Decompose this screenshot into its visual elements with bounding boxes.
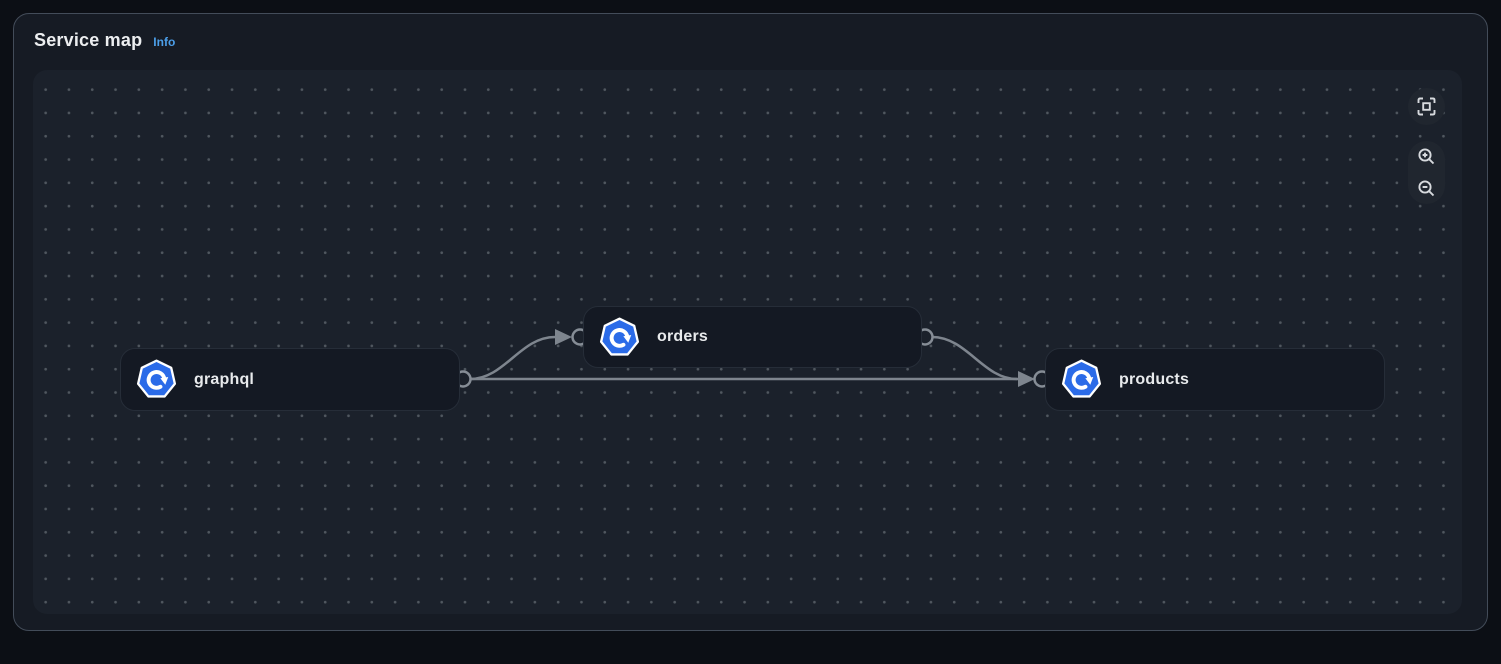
zoom-in-button[interactable] (1408, 141, 1445, 173)
service-node-graphql[interactable]: graphql (120, 348, 460, 411)
fit-to-view-button[interactable] (1408, 88, 1445, 125)
service-node-label: orders (657, 328, 708, 345)
zoom-out-icon (1418, 180, 1435, 196)
page-title: Service map (34, 30, 143, 50)
service-map-canvas[interactable]: graphql orders products (33, 70, 1462, 614)
service-node-products[interactable]: products (1045, 348, 1385, 411)
service-heptagon-refresh-icon (599, 317, 640, 356)
info-link[interactable]: Info (153, 35, 176, 49)
fit-to-view-icon (1417, 97, 1436, 116)
edge-graphql-orders-arrowhead (555, 329, 572, 345)
service-node-orders[interactable]: orders (583, 306, 922, 368)
zoom-in-icon (1418, 148, 1435, 165)
service-heptagon-refresh-icon (136, 359, 177, 398)
edge-graphql-orders[interactable] (469, 335, 556, 381)
service-node-label: products (1119, 370, 1190, 388)
edge-products-arrowhead (1018, 371, 1035, 387)
edge-orders-products[interactable] (931, 335, 1018, 381)
zoom-out-button[interactable] (1408, 173, 1445, 205)
service-map-panel: Service map Info graphql (13, 13, 1488, 631)
panel-header: Service map Info (34, 30, 175, 51)
zoom-controls (1408, 141, 1445, 204)
service-heptagon-refresh-icon (1061, 359, 1102, 398)
service-node-label: graphql (194, 370, 255, 388)
